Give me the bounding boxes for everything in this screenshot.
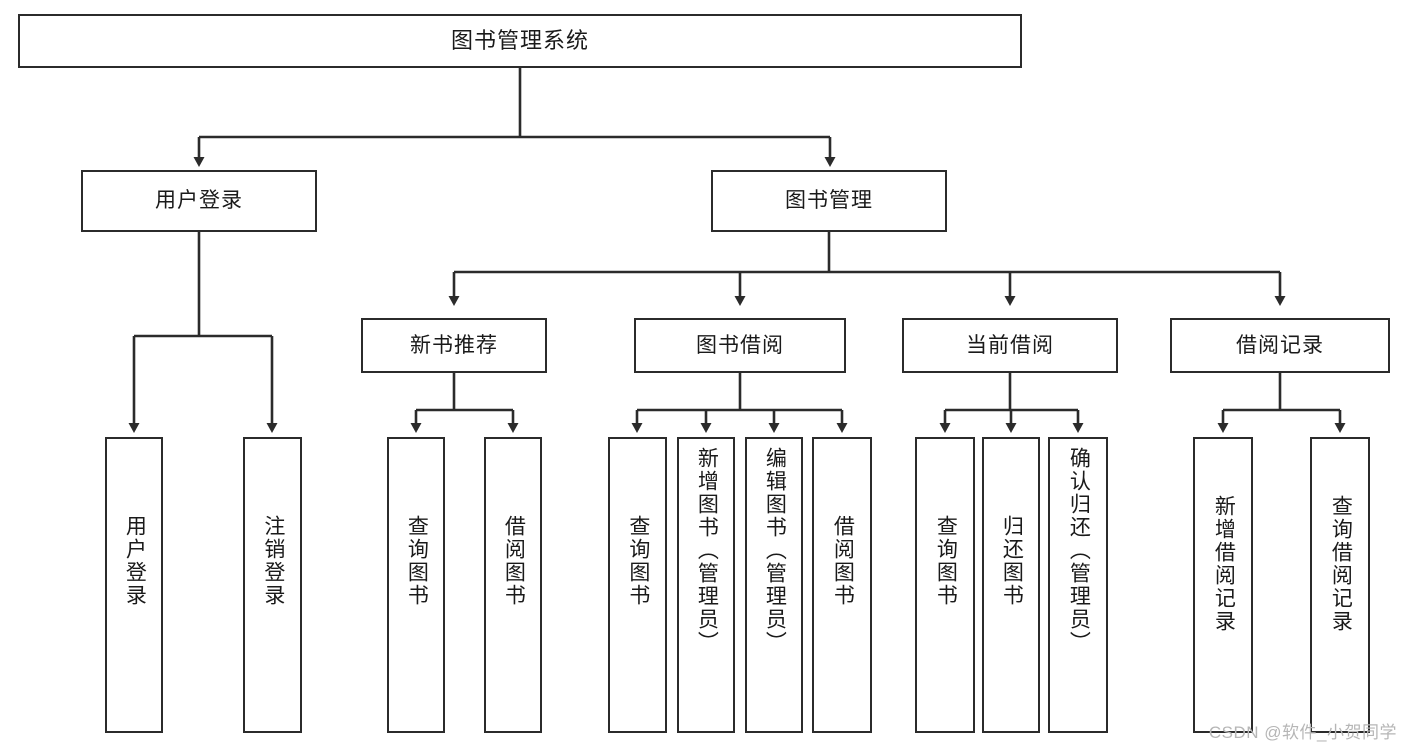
leaf-book-borrow-add[interactable]: 新增图书（管理员） [677, 437, 735, 733]
node-borrow-record[interactable]: 借阅记录 [1170, 318, 1390, 373]
node-book-management[interactable]: 图书管理 [711, 170, 947, 232]
node-current-borrow[interactable]: 当前借阅 [902, 318, 1118, 373]
leaf-user-login-signin[interactable]: 用户登录 [105, 437, 163, 733]
leaf-book-borrow-lend[interactable]: 借阅图书 [812, 437, 872, 733]
node-label: 借阅记录 [1236, 333, 1324, 357]
node-label: 注销登录 [261, 515, 285, 607]
leaf-current-borrow-query[interactable]: 查询图书 [915, 437, 975, 733]
node-label: 编辑图书（管理员） [763, 447, 787, 654]
node-root-system[interactable]: 图书管理系统 [18, 14, 1022, 68]
node-label: 图书管理 [785, 189, 873, 213]
node-label: 查询图书 [626, 515, 650, 607]
leaf-new-book-borrow[interactable]: 借阅图书 [484, 437, 542, 733]
node-label: 新书推荐 [410, 333, 498, 357]
leaf-book-borrow-edit[interactable]: 编辑图书（管理员） [745, 437, 803, 733]
leaf-new-book-query[interactable]: 查询图书 [387, 437, 445, 733]
node-label: 图书管理系统 [450, 27, 589, 53]
leaf-book-borrow-query[interactable]: 查询图书 [608, 437, 667, 733]
node-label: 用户登录 [155, 189, 243, 213]
node-label: 新增图书（管理员） [695, 447, 719, 654]
leaf-user-login-signout[interactable]: 注销登录 [243, 437, 302, 733]
node-label: 查询图书 [405, 515, 429, 607]
leaf-current-borrow-return[interactable]: 归还图书 [982, 437, 1040, 733]
node-label: 借阅图书 [502, 515, 526, 607]
node-label: 图书借阅 [696, 333, 784, 357]
node-label: 查询图书 [934, 515, 958, 607]
leaf-borrow-record-query[interactable]: 查询借阅记录 [1310, 437, 1370, 733]
node-label: 当前借阅 [966, 333, 1054, 357]
node-label: 借阅图书 [831, 515, 855, 607]
node-new-book-recommend[interactable]: 新书推荐 [361, 318, 547, 373]
node-book-borrow[interactable]: 图书借阅 [634, 318, 846, 373]
node-user-login[interactable]: 用户登录 [81, 170, 317, 232]
leaf-borrow-record-add[interactable]: 新增借阅记录 [1193, 437, 1253, 733]
leaf-current-borrow-confirm[interactable]: 确认归还（管理员） [1048, 437, 1108, 733]
node-label: 查询借阅记录 [1329, 495, 1353, 633]
node-label: 新增借阅记录 [1212, 495, 1236, 633]
node-label: 用户登录 [123, 515, 147, 607]
node-label: 确认归还（管理员） [1067, 447, 1091, 654]
node-label: 归还图书 [1000, 515, 1024, 607]
